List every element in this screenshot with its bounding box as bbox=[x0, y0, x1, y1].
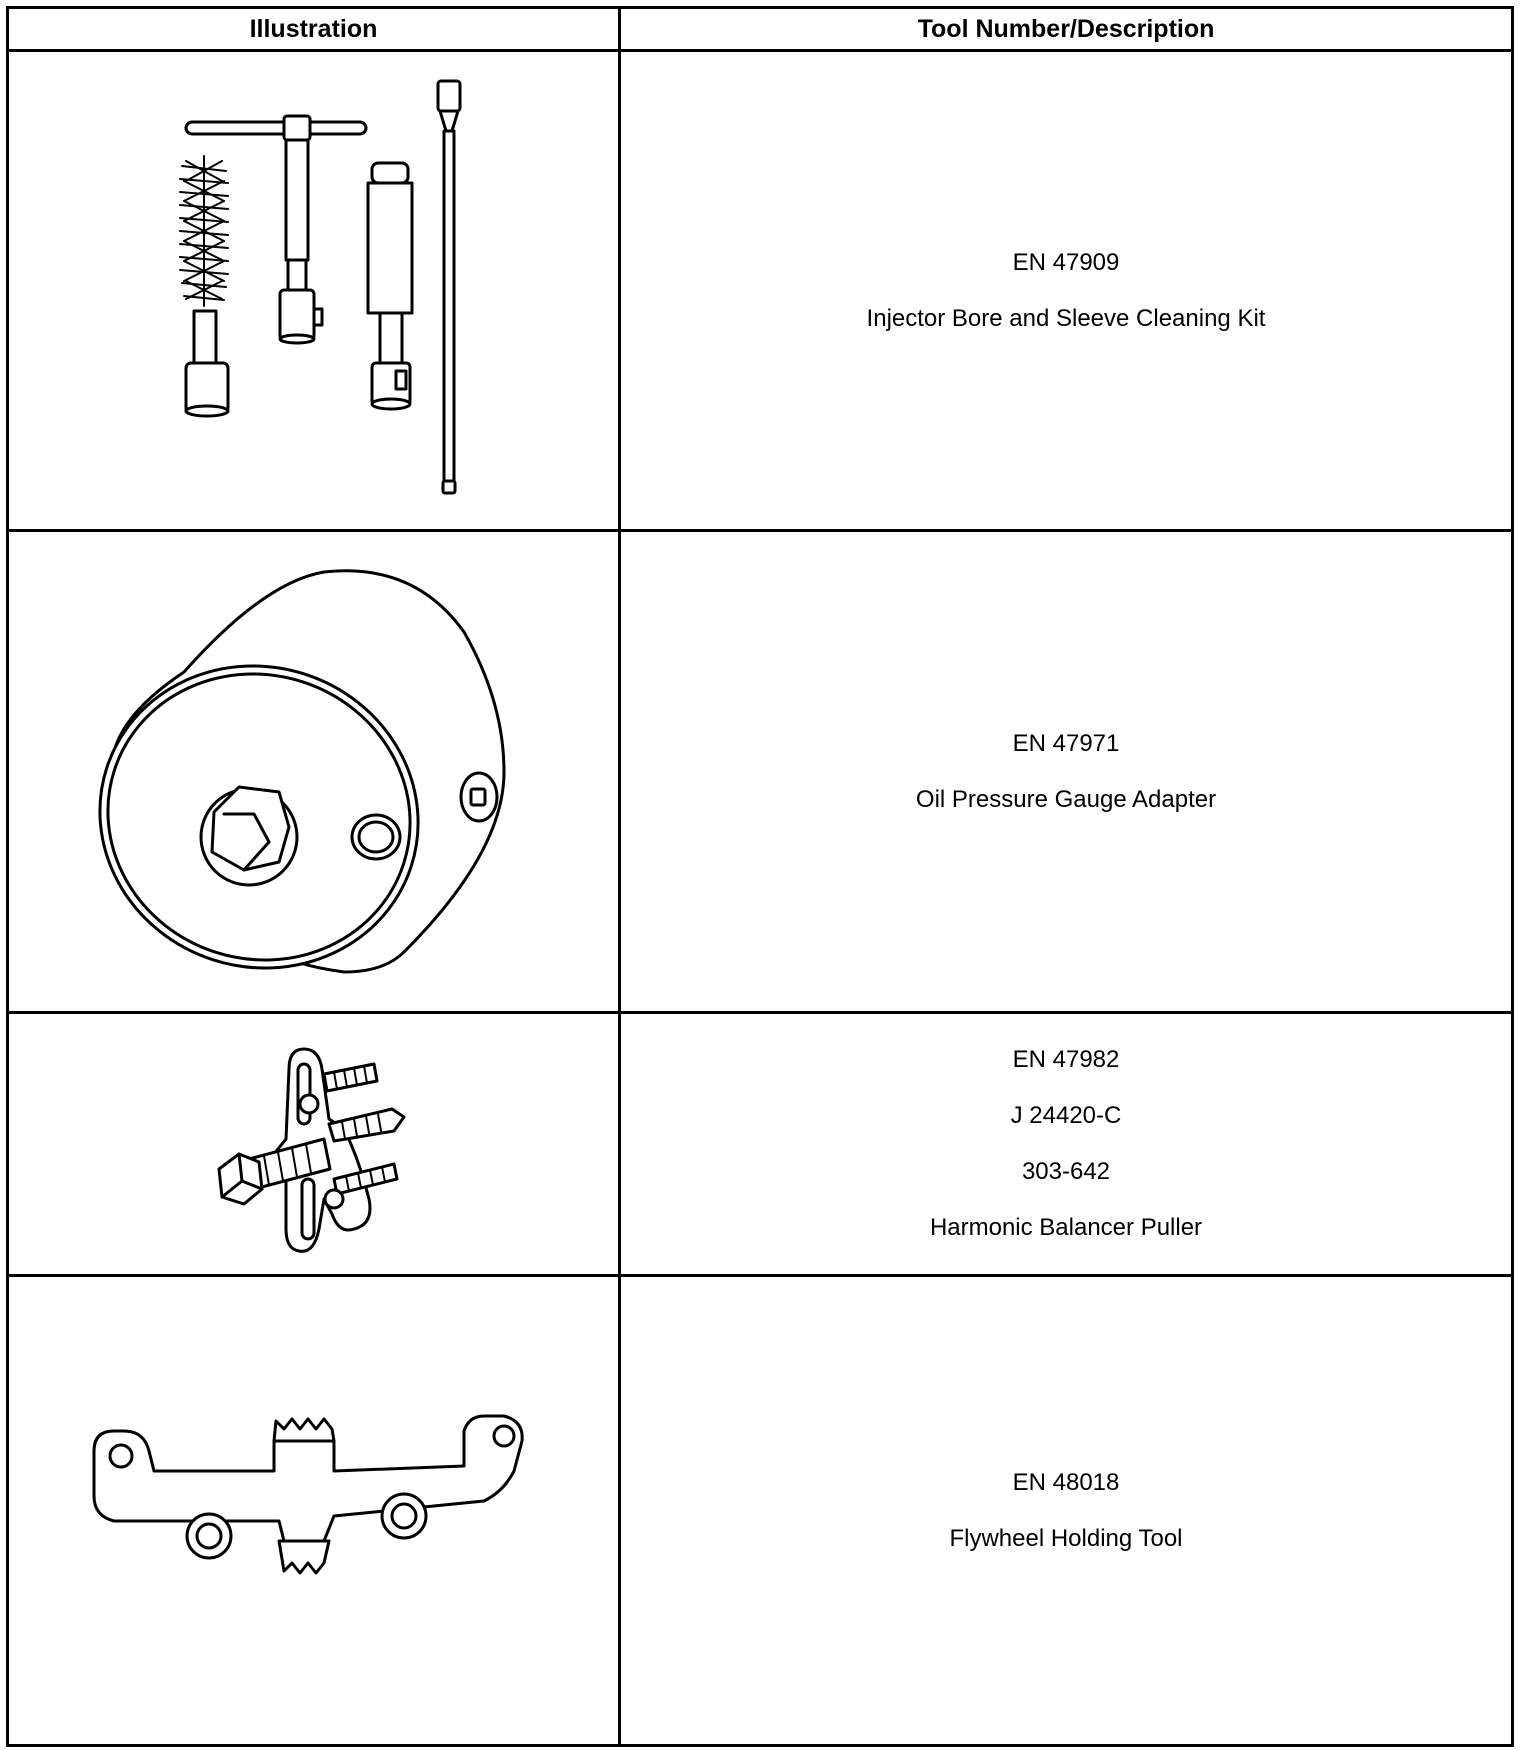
t-handle-tool-icon bbox=[184, 114, 367, 344]
locking-teeth-icon bbox=[272, 1417, 335, 1574]
description-cell: EN 48018 Flywheel Holding Tool bbox=[618, 1274, 1514, 1747]
description-column-header: Tool Number/Description bbox=[618, 6, 1514, 52]
table-row: EN 47982 J 24420-C 303-642 Harmonic Bala… bbox=[6, 1011, 1514, 1277]
tool-description: Flywheel Holding Tool bbox=[949, 1524, 1183, 1552]
tool-number: EN 47909 bbox=[1012, 248, 1120, 276]
tool-description: Oil Pressure Gauge Adapter bbox=[915, 785, 1217, 813]
tool-number: EN 48018 bbox=[1012, 1468, 1120, 1496]
cleaning-rod-icon bbox=[436, 79, 461, 494]
table-header-row: Illustration Tool Number/Description bbox=[6, 6, 1514, 52]
wire-brush-icon bbox=[178, 154, 229, 417]
tool-alt-number: 303-642 bbox=[1021, 1158, 1111, 1185]
harmonic-balancer-puller-illustration bbox=[217, 1047, 405, 1253]
tool-alt-number: J 24420-C bbox=[1010, 1102, 1122, 1129]
tool-number: EN 47971 bbox=[1012, 729, 1120, 757]
injector-bore-cleaning-kit-illustration bbox=[178, 79, 461, 494]
illustration-cell bbox=[6, 49, 621, 532]
tool-number: EN 47982 bbox=[1012, 1046, 1120, 1073]
illustration-cell bbox=[6, 1011, 621, 1277]
description-cell: EN 47982 J 24420-C 303-642 Harmonic Bala… bbox=[618, 1011, 1514, 1277]
mounting-hole-icon bbox=[108, 1424, 515, 1559]
tool-description: Injector Bore and Sleeve Cleaning Kit bbox=[866, 304, 1266, 332]
tool-description: Harmonic Balancer Puller bbox=[929, 1214, 1203, 1241]
table-row: EN 48018 Flywheel Holding Tool bbox=[6, 1274, 1514, 1747]
oil-pressure-gauge-adapter-illustration bbox=[97, 568, 505, 973]
illustration-column-header: Illustration bbox=[6, 6, 621, 52]
hex-fitting-icon bbox=[199, 785, 298, 886]
description-cell: EN 47909 Injector Bore and Sleeve Cleani… bbox=[618, 49, 1514, 532]
flywheel-holding-tool-illustration bbox=[92, 1414, 524, 1574]
table-row: EN 47971 Oil Pressure Gauge Adapter bbox=[6, 529, 1514, 1014]
port-hole-icon bbox=[350, 813, 401, 860]
table-row: EN 47909 Injector Bore and Sleeve Cleani… bbox=[6, 49, 1514, 532]
forcing-screw-icon bbox=[217, 1137, 331, 1206]
sleeve-driver-icon bbox=[366, 161, 413, 410]
illustration-cell bbox=[6, 1274, 621, 1747]
illustration-cell bbox=[6, 529, 621, 1014]
set-screw-icon bbox=[459, 771, 498, 822]
special-tools-table: Illustration Tool Number/Description bbox=[6, 6, 1514, 1747]
description-cell: EN 47971 Oil Pressure Gauge Adapter bbox=[618, 529, 1514, 1014]
